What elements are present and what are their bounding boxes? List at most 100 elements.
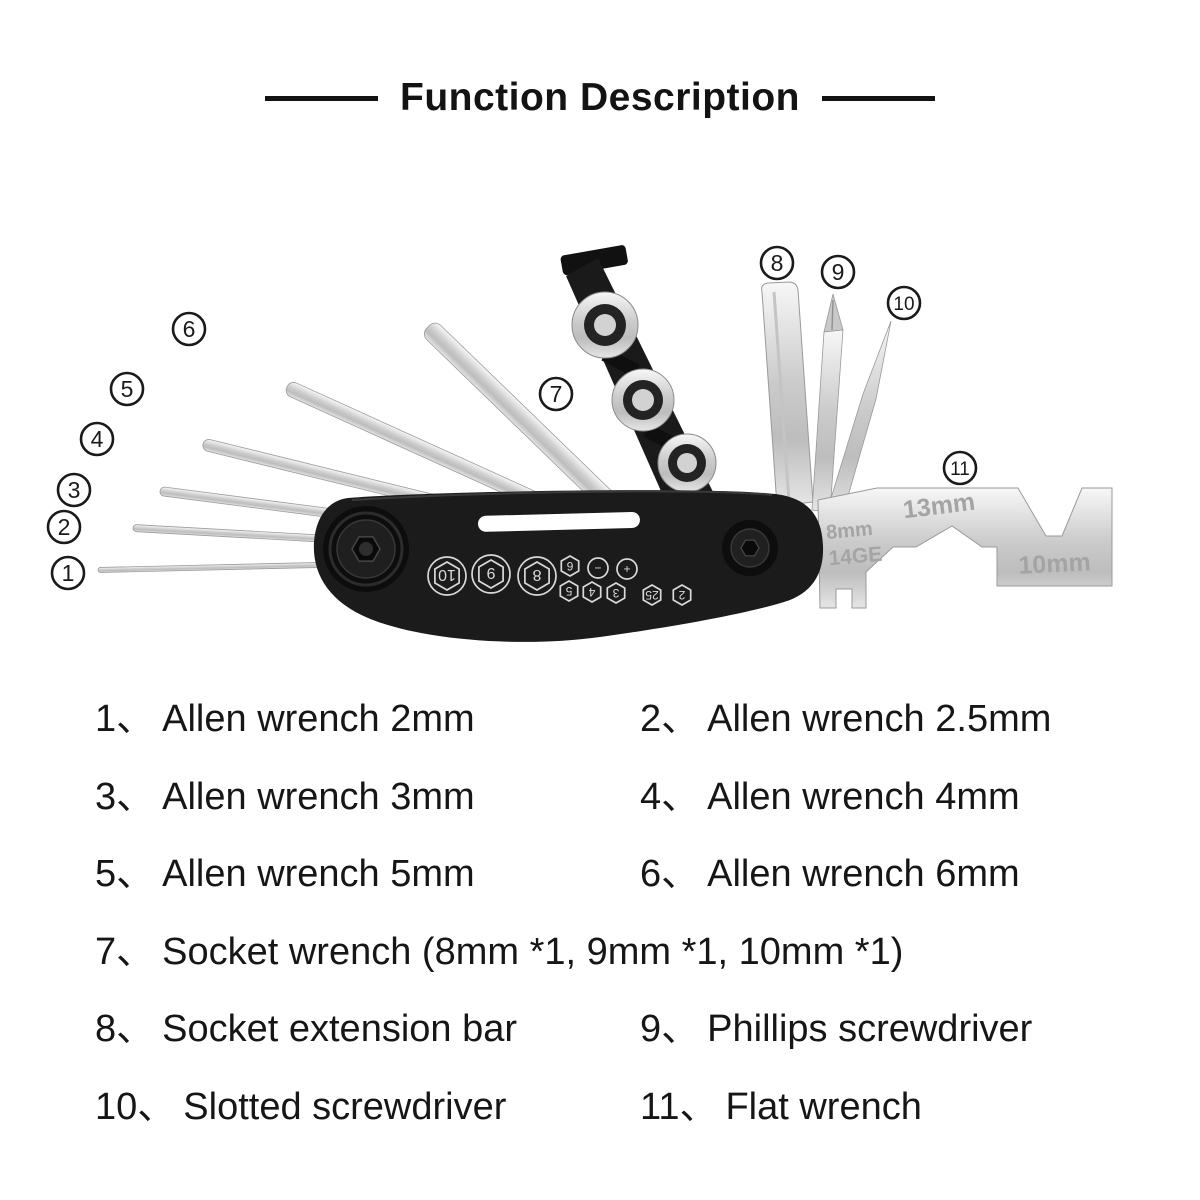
legend-label-5: Allen wrench 5mm xyxy=(162,853,475,895)
svg-text:6: 6 xyxy=(183,316,196,342)
legend-num-4: 4、 xyxy=(640,776,700,818)
handle-marking-10: 10 xyxy=(427,556,467,596)
handle-marking-phillips-icon: + xyxy=(616,558,638,580)
handle-marking-4: 4 xyxy=(582,581,602,603)
callout-5: 5 xyxy=(109,371,145,407)
legend-label-11: Flat wrench xyxy=(725,1086,922,1128)
svg-text:3: 3 xyxy=(68,477,81,503)
legend-item-7: 7、Socket wrench (8mm *1, 9mm *1, 10mm *1… xyxy=(95,933,903,971)
svg-text:2: 2 xyxy=(678,588,685,602)
callout-4: 4 xyxy=(79,421,115,457)
svg-text:5: 5 xyxy=(121,376,134,402)
callouts: 1 2 3 4 5 6 7 xyxy=(46,245,978,591)
legend-item-8: 8、Socket extension bar xyxy=(95,1010,517,1048)
legend-label-3: Allen wrench 3mm xyxy=(162,776,475,818)
flat-wrench-body xyxy=(817,487,1113,609)
callout-10: 10 xyxy=(886,285,922,321)
svg-text:5: 5 xyxy=(565,584,572,598)
socket-8mm xyxy=(571,291,639,359)
socket-9mm xyxy=(611,368,675,432)
handle-marking-8: 8 xyxy=(517,556,557,596)
svg-text:8: 8 xyxy=(532,566,541,583)
legend-item-4: 4、Allen wrench 4mm xyxy=(640,778,1020,816)
legend-num-11: 11、 xyxy=(640,1086,718,1128)
svg-text:10: 10 xyxy=(893,294,914,315)
tool-handle: 10 9 8 6 − + xyxy=(313,490,824,642)
page-title: Function Description xyxy=(400,76,800,119)
handle-marking-9: 9 xyxy=(471,554,511,594)
handle-marking-slotted-icon: − xyxy=(587,557,609,579)
svg-text:−: − xyxy=(594,561,601,575)
legend-item-1: 1、Allen wrench 2mm xyxy=(95,700,475,738)
legend-num-8: 8、 xyxy=(95,1008,155,1050)
handle-top-highlight xyxy=(351,490,773,501)
title-right-line xyxy=(822,95,935,101)
legend-label-6: Allen wrench 6mm xyxy=(707,853,1020,895)
legend-label-10: Slotted screwdriver xyxy=(183,1086,507,1128)
legend-label-8: Socket extension bar xyxy=(162,1008,518,1050)
svg-text:1: 1 xyxy=(62,560,75,586)
legend-num-10: 10、 xyxy=(95,1086,176,1128)
callout-7: 7 xyxy=(538,376,574,412)
handle-body xyxy=(313,490,824,642)
legend-num-5: 5、 xyxy=(95,853,155,895)
handle-marking-2: 2 xyxy=(672,584,692,606)
callout-8: 8 xyxy=(759,245,795,281)
handle-marking-6: 6 xyxy=(560,555,580,577)
flat-wrench-8mm-engraving: 8mm xyxy=(825,518,873,544)
callout-6: 6 xyxy=(171,311,207,347)
svg-text:2: 2 xyxy=(58,514,71,540)
legend-num-1: 1、 xyxy=(95,698,155,740)
legend-label-7: Socket wrench (8mm *1, 9mm *1, 10mm *1) xyxy=(162,931,904,973)
svg-text:7: 7 xyxy=(550,381,563,407)
legend-num-9: 9、 xyxy=(640,1008,700,1050)
right-pivot-bolt xyxy=(722,520,778,576)
socket-10mm xyxy=(657,433,717,493)
callout-2: 2 xyxy=(46,509,82,545)
title-row: Function Description xyxy=(0,74,1200,122)
handle-slot xyxy=(477,511,640,532)
callout-11: 11 xyxy=(942,450,978,486)
svg-text:9: 9 xyxy=(486,564,495,581)
title-left-line xyxy=(265,95,378,101)
legend-label-9: Phillips screwdriver xyxy=(707,1008,1033,1050)
callout-9: 9 xyxy=(820,254,856,290)
legend-item-11: 11、Flat wrench xyxy=(640,1088,922,1126)
svg-text:4: 4 xyxy=(91,426,104,452)
svg-text:8: 8 xyxy=(771,250,784,276)
socket-arm-cap xyxy=(560,245,628,276)
callout-1: 1 xyxy=(50,555,86,591)
legend-item-10: 10、Slotted screwdriver xyxy=(95,1088,506,1126)
legend-item-2: 2、Allen wrench 2.5mm xyxy=(640,700,1051,738)
legend-num-6: 6、 xyxy=(640,853,700,895)
legend-item-6: 6、Allen wrench 6mm xyxy=(640,855,1020,893)
svg-text:6: 6 xyxy=(566,559,573,573)
legend-item-9: 9、Phillips screwdriver xyxy=(640,1010,1032,1048)
legend-num-7: 7、 xyxy=(95,931,155,973)
legend-item-5: 5、Allen wrench 5mm xyxy=(95,855,475,893)
handle-marking-3: 3 xyxy=(606,582,626,604)
svg-text:9: 9 xyxy=(832,259,845,285)
callout-3: 3 xyxy=(56,472,92,508)
svg-text:11: 11 xyxy=(950,459,970,480)
svg-text:+: + xyxy=(623,562,630,576)
legend-label-1: Allen wrench 2mm xyxy=(162,698,475,740)
svg-text:3: 3 xyxy=(612,586,619,600)
multi-tool-diagram: 13mm 8mm 14GE 10mm xyxy=(46,245,1113,642)
svg-text:10: 10 xyxy=(438,566,456,583)
flat-wrench: 13mm 8mm 14GE 10mm xyxy=(817,487,1113,609)
svg-text:4: 4 xyxy=(588,585,595,599)
flat-wrench-10mm-engraving: 10mm xyxy=(1018,548,1092,580)
legend-label-4: Allen wrench 4mm xyxy=(707,776,1020,818)
legend-num-3: 3、 xyxy=(95,776,155,818)
socket-wrench-arm xyxy=(560,245,717,516)
handle-marking-5: 5 xyxy=(559,580,579,602)
legend-label-2: Allen wrench 2.5mm xyxy=(707,698,1052,740)
svg-text:25: 25 xyxy=(645,588,659,602)
socket-extension-bar xyxy=(761,281,814,507)
legend-num-2: 2、 xyxy=(640,698,700,740)
left-pivot-bolt xyxy=(323,506,409,592)
legend-item-3: 3、Allen wrench 3mm xyxy=(95,778,475,816)
flat-wrench-gauge-engraving: 14GE xyxy=(828,543,884,571)
